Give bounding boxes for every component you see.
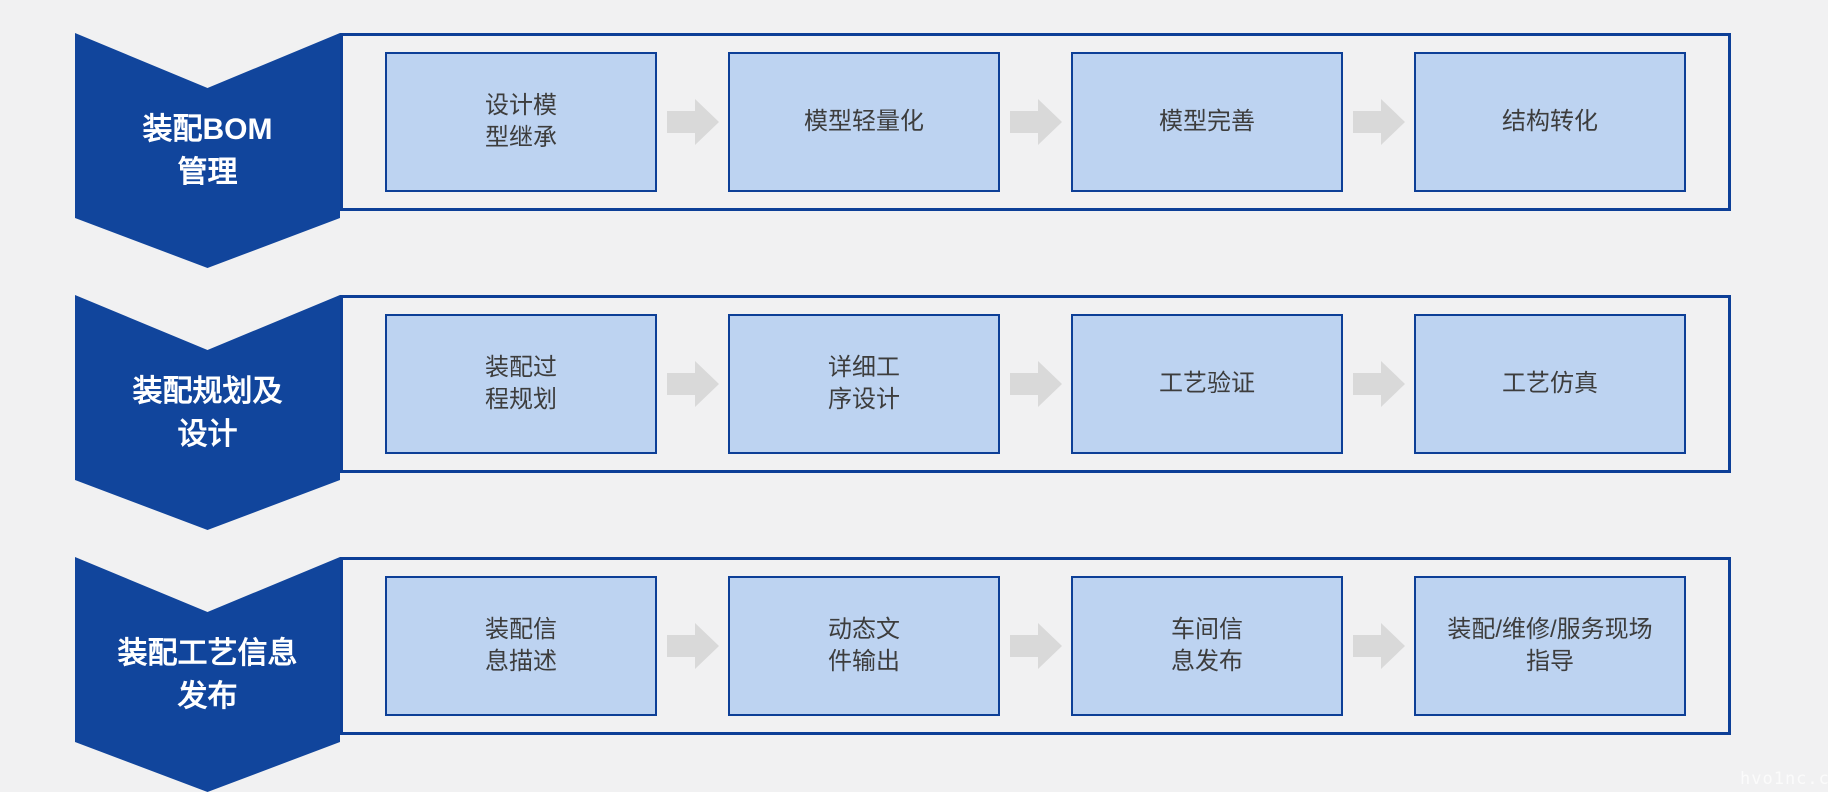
row-label: 装配规划及设计 (75, 343, 340, 483)
row-container: 装配信息描述 动态文件输出 车间信息发布 装配/维修/服务现场指导 (340, 557, 1731, 735)
process-step-label: 工艺仿真 (1502, 369, 1598, 397)
process-step-box: 模型完善 (1071, 52, 1343, 192)
process-step-box: 动态文件输出 (728, 576, 1000, 716)
arrow-right-icon (1009, 99, 1062, 145)
process-step-label: 车间信 (1171, 615, 1243, 643)
chevron-shape (75, 557, 340, 792)
process-step-label: 息描述 (485, 648, 557, 675)
process-step-box: 设计模型继承 (385, 52, 657, 192)
process-step-box: 装配信息描述 (385, 576, 657, 716)
arrow-right-icon (1352, 361, 1405, 407)
process-step-box: 结构转化 (1414, 52, 1686, 192)
arrow-right-icon (666, 99, 719, 145)
process-step-label: 动态文 (828, 615, 900, 643)
process-step-label: 指导 (1526, 648, 1574, 675)
process-step-box: 工艺仿真 (1414, 314, 1686, 454)
chevron-banner (75, 295, 340, 530)
process-step-label: 模型轻量化 (804, 107, 924, 135)
watermark: hvo1nc.com (1740, 769, 1828, 789)
arrow-right-icon (666, 361, 719, 407)
chevron-banner (75, 33, 340, 268)
process-step-box: 装配过程规划 (385, 314, 657, 454)
process-step-box: 工艺验证 (1071, 314, 1343, 454)
arrow-right-icon (1009, 623, 1062, 669)
process-step-label: 型继承 (485, 124, 557, 151)
process-step-label: 序设计 (828, 386, 900, 413)
row-label-line: 装配工艺信息 (117, 636, 298, 670)
process-row: 装配工艺信息发布 装配信息描述 动态文件输出 车间信息发布 装配/维修/服务现场… (75, 557, 1735, 792)
chevron-shape (75, 295, 340, 530)
row-container: 装配过程规划 详细工序设计 工艺验证 工艺仿真 (340, 295, 1731, 473)
arrow-right-icon (1009, 361, 1062, 407)
process-step-label: 设计模 (485, 91, 557, 119)
row-label: 装配BOM 管理 (75, 81, 340, 221)
process-step-label: 装配过 (485, 353, 557, 381)
process-step-box: 车间信息发布 (1071, 576, 1343, 716)
row-label: 装配工艺信息发布 (75, 605, 340, 745)
row-container: 设计模型继承 模型轻量化 模型完善 结构转化 (340, 33, 1731, 211)
process-step-label: 工艺验证 (1159, 369, 1255, 397)
process-step-label: 详细工 (828, 353, 900, 381)
chevron-banner (75, 557, 340, 792)
process-step-label: 程规划 (485, 386, 557, 413)
row-label-line: 装配BOM (142, 112, 273, 146)
row-label-line: 设计 (177, 418, 238, 451)
process-step-box: 模型轻量化 (728, 52, 1000, 192)
row-label-line: 管理 (177, 156, 238, 189)
process-row: 装配BOM 管理 设计模型继承 模型轻量化 模型完善 结构转化 (75, 33, 1735, 268)
process-step-box: 详细工序设计 (728, 314, 1000, 454)
process-step-label: 息发布 (1171, 648, 1243, 675)
process-step-box: 装配/维修/服务现场指导 (1414, 576, 1686, 716)
process-row: 装配规划及设计 装配过程规划 详细工序设计 工艺验证 工艺仿真 (75, 295, 1735, 530)
arrow-right-icon (1352, 99, 1405, 145)
arrow-right-icon (666, 623, 719, 669)
process-step-label: 装配/维修/服务现场 (1447, 615, 1653, 643)
row-label-line: 发布 (177, 680, 238, 713)
arrow-right-icon (1352, 623, 1405, 669)
row-label-line: 装配规划及 (132, 374, 283, 408)
process-step-label: 结构转化 (1502, 107, 1598, 135)
process-step-label: 模型完善 (1159, 107, 1255, 135)
process-step-label: 装配信 (485, 615, 557, 643)
process-step-label: 件输出 (828, 648, 900, 675)
chevron-shape (75, 33, 340, 268)
